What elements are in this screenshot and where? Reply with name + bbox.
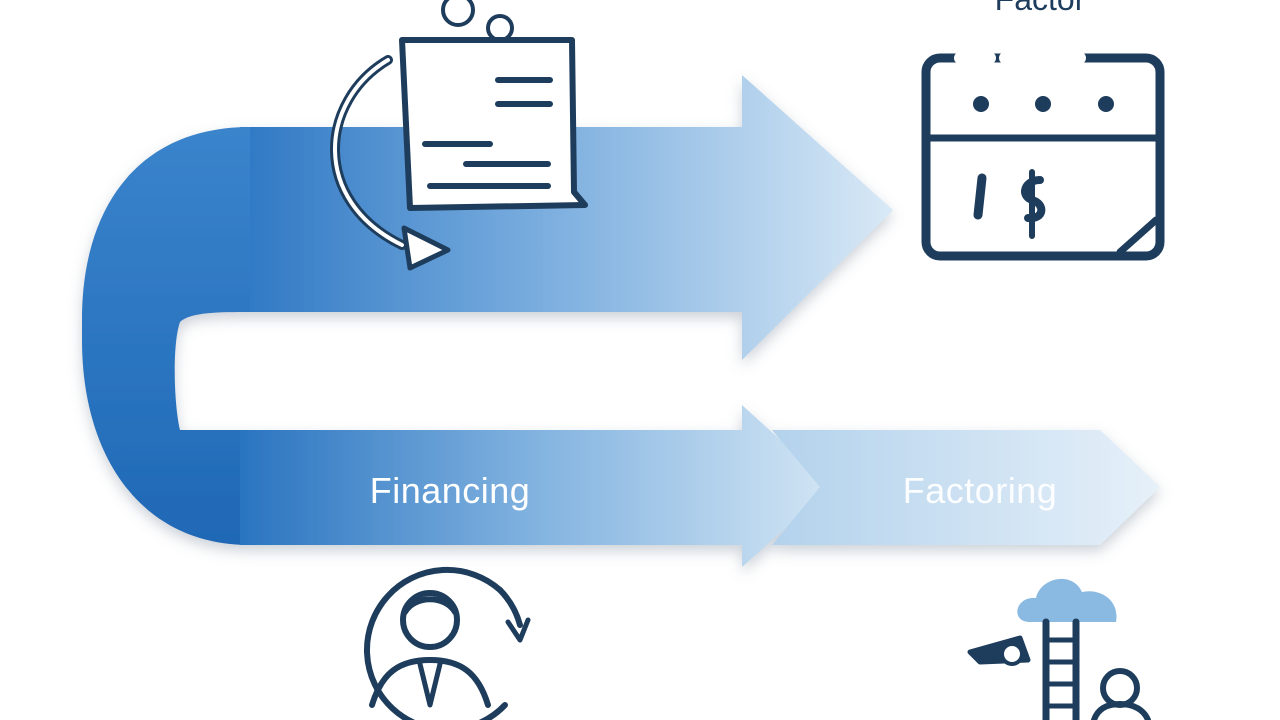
document-icon	[399, 0, 588, 211]
businessman-cycle-icon	[363, 566, 531, 720]
calendar-dollar-icon	[921, 52, 1165, 261]
cloud-ladder-icon	[967, 578, 1151, 720]
factor-label: Factor	[995, 0, 1086, 17]
u-curve	[82, 127, 250, 545]
factoring-label: Factoring	[903, 470, 1058, 511]
top-arrow	[240, 75, 893, 360]
factoring-arrow	[772, 430, 1160, 545]
financing-arrow	[240, 405, 832, 567]
financing-label: Financing	[370, 470, 531, 511]
circular-arrow-icon	[330, 55, 451, 271]
u-flow-arrow	[82, 75, 1160, 567]
